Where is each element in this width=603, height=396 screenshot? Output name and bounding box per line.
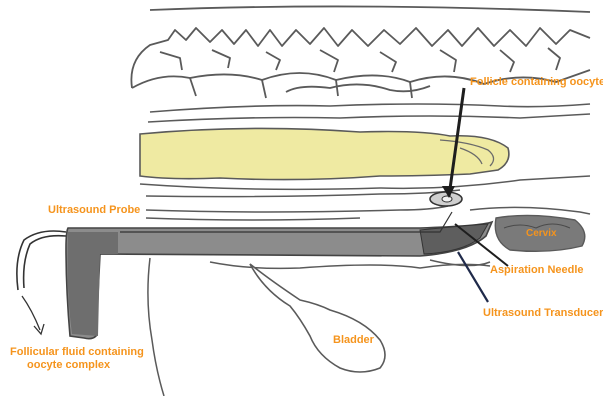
bladder-label: Bladder bbox=[333, 334, 374, 347]
fluid-arrow bbox=[22, 296, 40, 330]
abdominal-wall bbox=[148, 104, 590, 122]
probe-handle-shade bbox=[68, 232, 119, 336]
rectal-wall bbox=[140, 176, 590, 220]
follicle-label: Follicle containing oocyte bbox=[470, 76, 603, 89]
follicular-fluid-label-line2: oocyte complex bbox=[10, 359, 144, 372]
ultrasound-transducer-label: Ultrasound Transducer bbox=[483, 307, 603, 320]
aspiration-needle-label: Aspiration Needle bbox=[490, 264, 584, 277]
probe-head bbox=[420, 224, 488, 254]
aspiration-tubing bbox=[17, 231, 66, 290]
transducer-pointer bbox=[458, 252, 488, 302]
cervix-label: Cervix bbox=[526, 227, 557, 240]
follicular-fluid-label: Follicular fluid containing oocyte compl… bbox=[10, 346, 144, 372]
follicular-fluid-label-line1: Follicular fluid containing bbox=[10, 346, 144, 359]
oocyte bbox=[442, 196, 452, 202]
bladder bbox=[250, 264, 385, 372]
ultrasound-probe-label: Ultrasound Probe bbox=[48, 204, 140, 217]
